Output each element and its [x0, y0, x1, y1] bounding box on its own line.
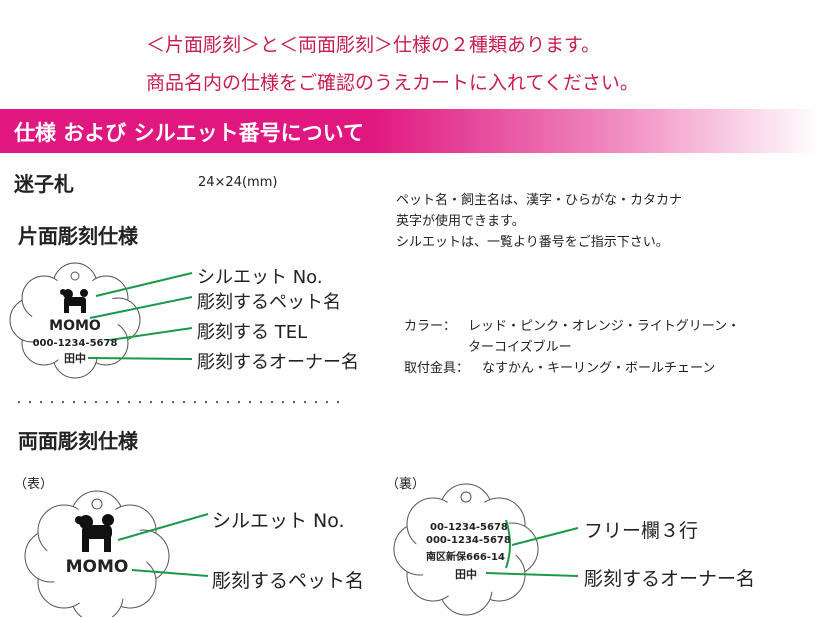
- notice-line-2: 商品名内の仕様をご確認のうえカートに入れてください。: [146, 72, 639, 94]
- description-line-3: シルエットは、一覧より番号をご指示下さい。: [396, 235, 669, 250]
- tag-hole-icon: [91, 498, 103, 510]
- description-block: ペット名・飼主名は、漢字・ひらがな・カタカナ 英字が使用できます。 シルエットは…: [396, 190, 682, 253]
- color-spec-label: カラー：: [404, 319, 457, 334]
- leader-line-back-owner: [485, 572, 579, 577]
- label-silhouette-no: シルエット No.: [197, 267, 323, 288]
- label-pet-name: 彫刻するペット名: [197, 292, 341, 313]
- label-tel: 彫刻する TEL: [197, 322, 308, 343]
- notice-line-1: ＜片面彫刻＞と＜両面彫刻＞仕様の２種類あります。: [146, 34, 601, 56]
- color-spec-value-1: レッド・ピンク・オレンジ・ライトグリーン・: [468, 319, 741, 334]
- back-tag-line-2: 000-1234-5678: [426, 535, 511, 546]
- product-size: 24×24(mm): [198, 175, 278, 190]
- double-sided-front-tag: [24, 490, 170, 617]
- back-tag-line-3: 南区新保666-14: [426, 552, 505, 563]
- tag-hole-icon: [70, 271, 80, 281]
- back-caption: （裏）: [386, 477, 426, 492]
- single-sided-tag: [9, 262, 141, 379]
- back-label-owner: 彫刻するオーナー名: [584, 568, 756, 590]
- label-owner: 彫刻するオーナー名: [197, 352, 359, 373]
- back-label-free: フリー欄３行: [584, 520, 699, 542]
- dog-silhouette-icon: [75, 514, 114, 552]
- free-lines-bracket: [505, 519, 511, 569]
- dog-silhouette-icon: [60, 289, 88, 313]
- description-line-1: ペット名・飼主名は、漢字・ひらがな・カタカナ: [396, 193, 683, 208]
- section-separator: ・・・・・・・・・・・・・・・・・・・・・・・・・・・・・・: [14, 398, 344, 409]
- tag-tel: 000-1234-5678: [32, 338, 118, 349]
- front-caption: （表）: [14, 477, 54, 492]
- single-sided-heading: 片面彫刻仕様: [18, 224, 138, 248]
- double-sided-heading: 両面彫刻仕様: [18, 429, 138, 453]
- double-sided-back-tag: [393, 483, 539, 616]
- back-tag-line-1: 00-1234-5678: [430, 522, 508, 533]
- front-label-pet-name: 彫刻するペット名: [212, 570, 365, 592]
- product-name: 迷子札: [14, 172, 74, 196]
- leader-line-tel: [109, 327, 193, 341]
- leader-line-front-silhouette: [117, 513, 209, 541]
- leader-line-silhouette: [95, 272, 193, 297]
- fitting-spec-label: 取付金具：: [404, 361, 470, 376]
- front-tag-pet-name: MOMO: [65, 557, 129, 577]
- leader-line-owner: [87, 357, 193, 360]
- tag-pet-name: MOMO: [49, 318, 101, 334]
- description-line-2: 英字が使用できます。: [396, 214, 525, 229]
- fitting-spec-value: なすかん・キーリング・ボールチェーン: [482, 361, 716, 376]
- tag-owner: 田中: [64, 352, 86, 365]
- leader-line-free: [511, 527, 579, 546]
- front-label-silhouette-no: シルエット No.: [212, 510, 345, 532]
- back-tag-owner: 田中: [455, 568, 477, 581]
- tag-hole-icon: [460, 491, 472, 503]
- section-title: 仕様 および シルエット番号について: [14, 121, 364, 145]
- leader-line-pet-name: [89, 296, 193, 319]
- section-header-band: 仕様 および シルエット番号について: [0, 109, 820, 153]
- leader-line-front-pet-name: [131, 569, 209, 577]
- color-spec-value-2: ターコイズブルー: [468, 340, 572, 355]
